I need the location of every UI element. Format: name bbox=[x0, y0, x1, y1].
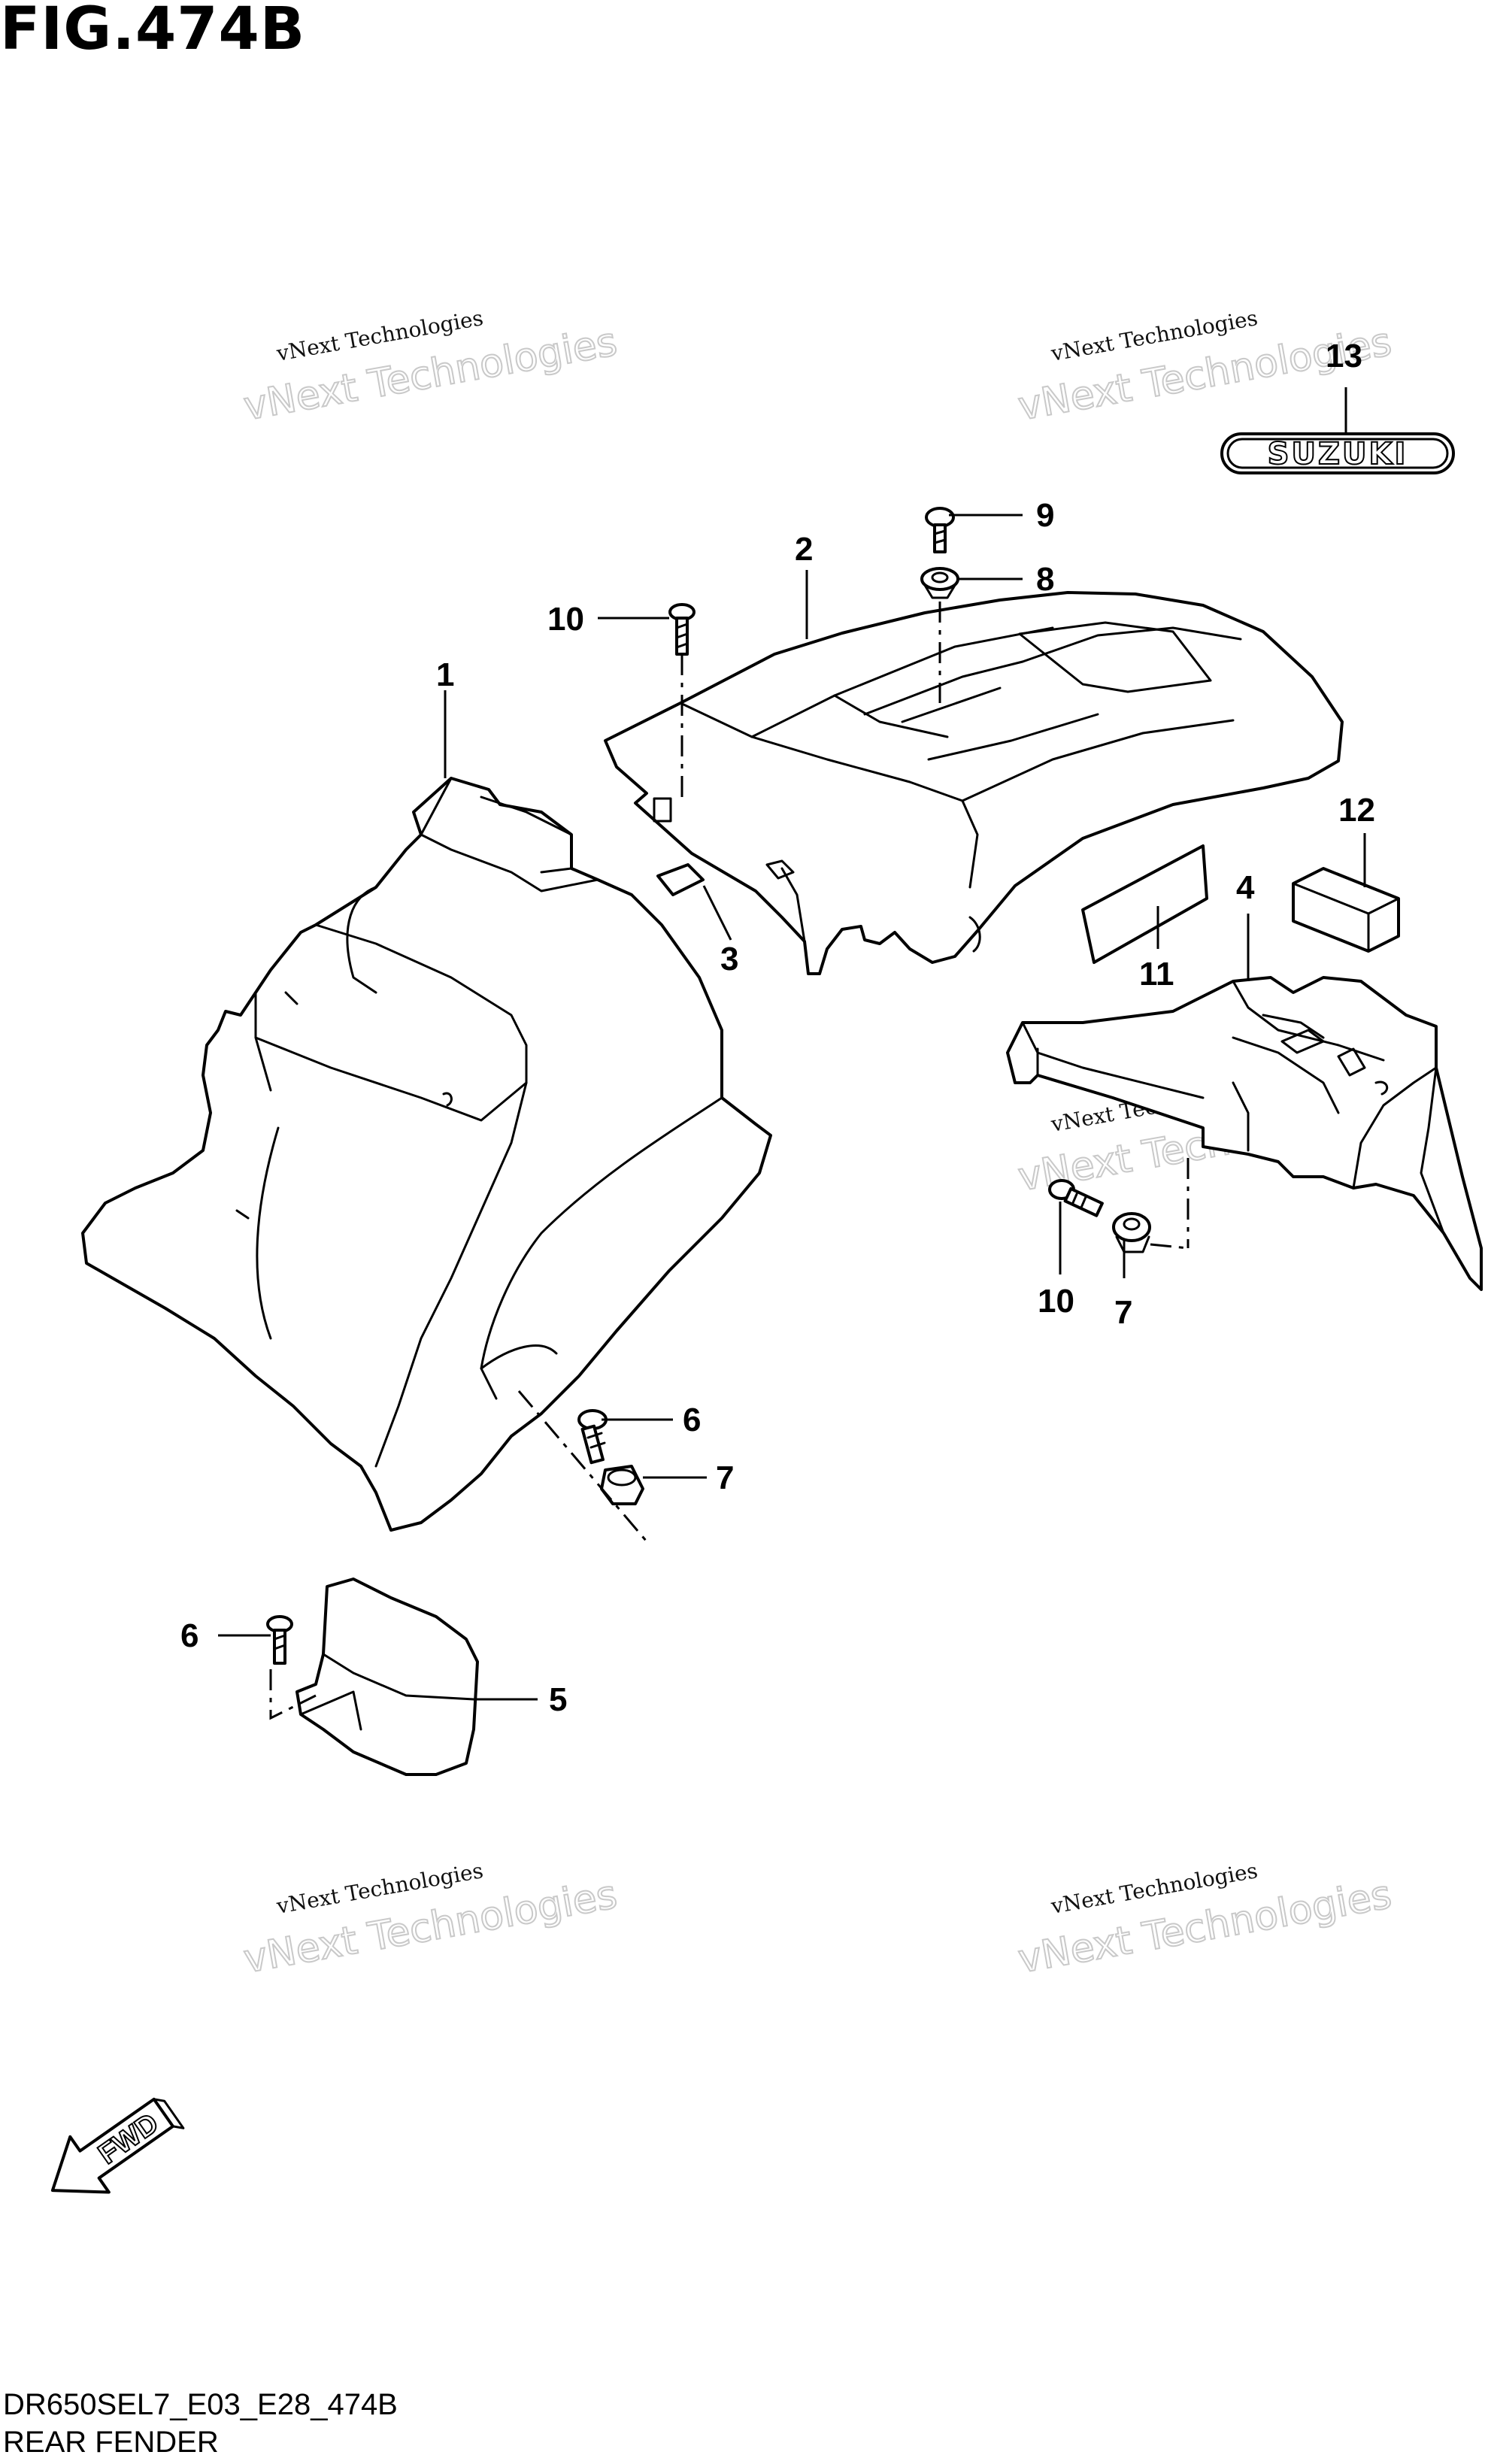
callout-5: 5 bbox=[549, 1681, 567, 1718]
hardware-screw-9 bbox=[925, 507, 955, 553]
callout-7-right: 7 bbox=[716, 1459, 734, 1496]
part-12-cushion bbox=[1292, 867, 1400, 953]
part-4-bracket bbox=[1006, 976, 1483, 1291]
watermark-top-left: vNext Technologies vNext Technologies bbox=[240, 305, 621, 430]
callout-13: 13 bbox=[1326, 338, 1362, 374]
suzuki-decal-text: SUZUKI bbox=[1268, 437, 1408, 471]
figure-code: DR650SEL7_E03_E28_474B bbox=[3, 2388, 398, 2421]
fwd-arrow-icon: FWD bbox=[50, 2097, 185, 2194]
hardware-bolt-10-top bbox=[668, 603, 696, 656]
callout-2: 2 bbox=[795, 531, 813, 568]
callout-9: 9 bbox=[1036, 497, 1054, 534]
callout-1: 1 bbox=[436, 656, 454, 693]
hardware-grommet-7-right bbox=[600, 1465, 644, 1505]
hardware-grommet-7-bracket bbox=[1112, 1212, 1151, 1253]
leader-lines bbox=[218, 387, 1366, 1701]
callout-labels: 1 2 3 4 5 6 6 7 7 8 9 10 10 11 12 13 bbox=[180, 338, 1375, 1718]
part-1-inner-fender bbox=[81, 777, 772, 1532]
callout-7-bracket: 7 bbox=[1114, 1294, 1132, 1331]
hardware-bolt-6-right bbox=[577, 1409, 608, 1465]
callout-4: 4 bbox=[1236, 869, 1255, 906]
hardware-bolt-10-right bbox=[1048, 1179, 1104, 1217]
figure-name: REAR FENDER bbox=[3, 2426, 219, 2459]
part-3-clip bbox=[656, 863, 705, 896]
callout-10-top: 10 bbox=[547, 601, 584, 638]
callout-8: 8 bbox=[1036, 561, 1054, 598]
callout-6-right: 6 bbox=[683, 1402, 701, 1438]
watermark-bottom-right: vNext Technologies vNext Technologies bbox=[1014, 1858, 1396, 1983]
callout-12: 12 bbox=[1338, 792, 1375, 829]
hardware-washer-8 bbox=[920, 567, 959, 599]
part-2-rear-fender bbox=[604, 591, 1344, 975]
figure-title: FIG.474B bbox=[0, 0, 306, 63]
hardware-bolt-6-left bbox=[266, 1615, 293, 1665]
callout-6-left: 6 bbox=[180, 1617, 199, 1654]
callout-3: 3 bbox=[720, 941, 738, 977]
assembly-lines bbox=[269, 602, 1190, 1720]
callout-11: 11 bbox=[1139, 956, 1174, 993]
part-5-splash-plate bbox=[295, 1578, 479, 1776]
part-13-suzuki-emblem: SUZUKI bbox=[1220, 432, 1455, 474]
callout-10-right: 10 bbox=[1038, 1283, 1074, 1320]
watermark-bottom-left: vNext Technologies vNext Technologies bbox=[240, 1858, 621, 1983]
part-11-pad bbox=[1081, 844, 1208, 964]
